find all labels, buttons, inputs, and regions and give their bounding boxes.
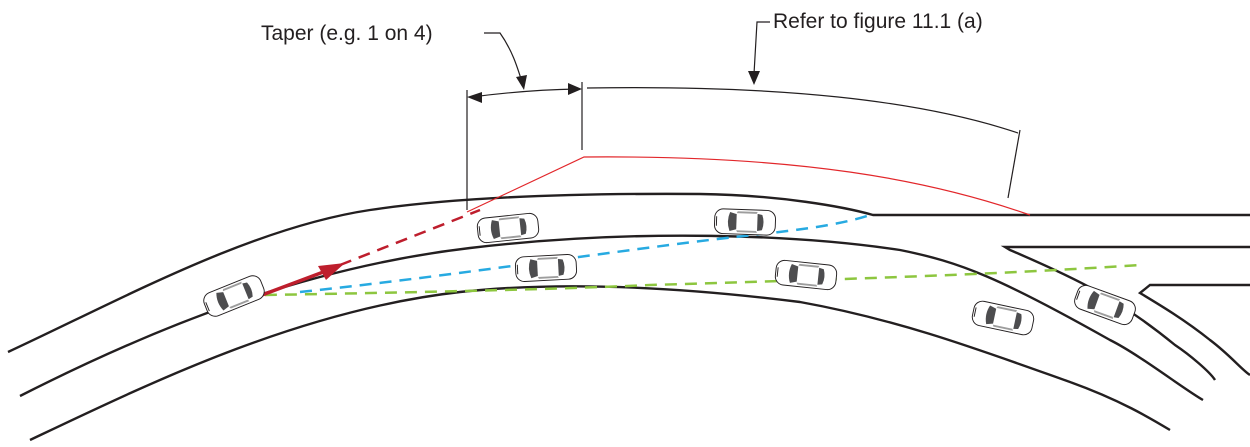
blue-path	[299, 213, 871, 294]
car-topview-icon	[1071, 282, 1139, 328]
taper-leader-arrowhead	[516, 75, 527, 90]
arrowheads	[467, 71, 760, 103]
red-direction-arrow-icon	[261, 263, 345, 297]
taper-outline	[466, 156, 1031, 216]
vehicle-paths	[264, 208, 1141, 297]
car-topview-icon	[476, 212, 540, 244]
taper-label: Taper (e.g. 1 on 4)	[261, 22, 433, 45]
curve-end-tick	[1007, 129, 1021, 199]
green-path	[264, 263, 1141, 297]
refer-leader	[753, 21, 770, 75]
refer-label: Refer to figure 11.1 (a)	[773, 10, 983, 33]
taper-leader	[484, 32, 523, 83]
refer-leader-arrowhead	[748, 71, 760, 85]
ramp-nose-lower	[1137, 283, 1250, 377]
road-edge-outer	[7, 192, 1250, 354]
car-topview-icon	[970, 299, 1036, 337]
curve-dimension-arc	[586, 87, 1019, 134]
red-path	[339, 208, 481, 267]
car-topview-icon	[200, 272, 268, 320]
car-topview-icon	[514, 253, 578, 283]
road-edge-inner	[29, 285, 1171, 442]
taper-right-arrowhead	[568, 83, 582, 95]
ramp-nose-upper	[1000, 245, 1250, 381]
car-topview-icon	[713, 208, 777, 236]
dimension-markers	[466, 21, 1021, 210]
taper-dimension-arc	[471, 88, 578, 98]
road-edges	[7, 192, 1250, 442]
car-topview-icon	[774, 259, 838, 291]
taper-left-arrowhead	[467, 92, 482, 103]
